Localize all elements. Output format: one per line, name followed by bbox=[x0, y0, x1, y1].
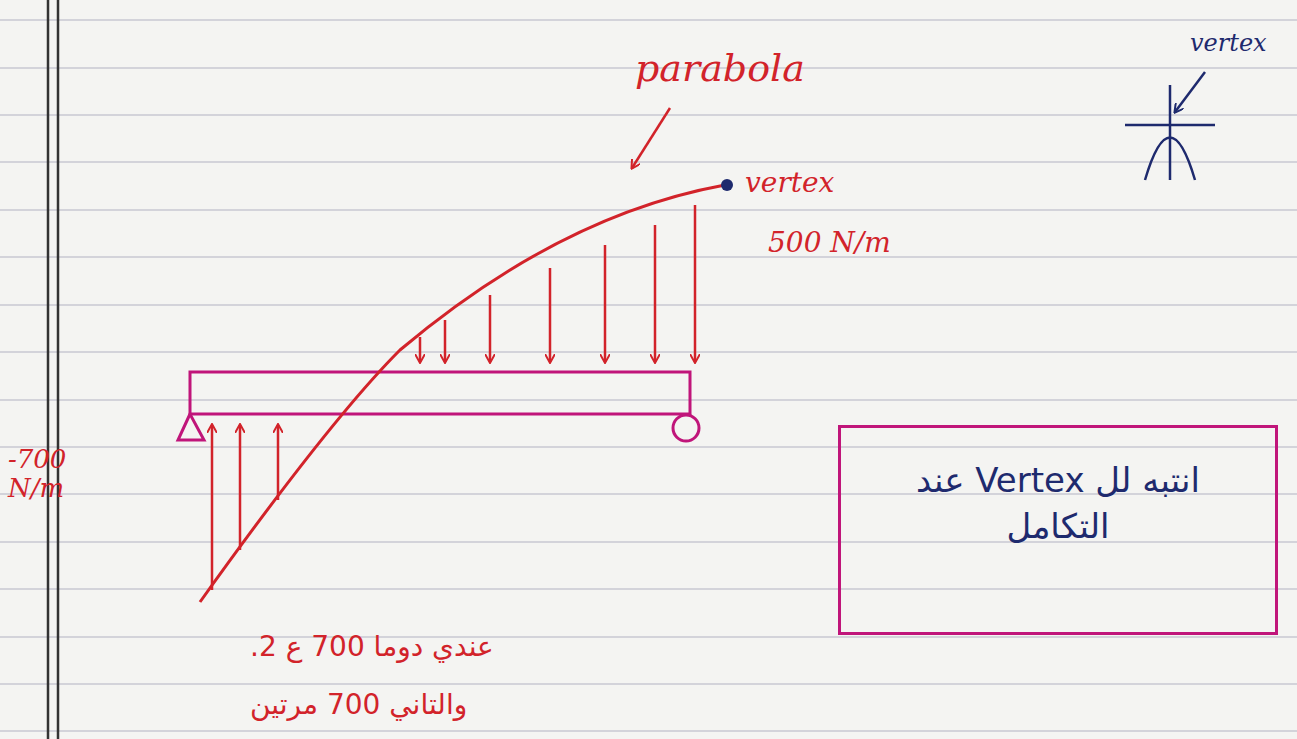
vertex-dot bbox=[721, 179, 733, 191]
annotation-label: parabola bbox=[635, 48, 805, 90]
annotation-label: والتاني 700 مرتين bbox=[250, 690, 467, 721]
note-text: انتبه لل Vertex عند التكامل bbox=[881, 458, 1235, 550]
annotation-label: 500 N/m bbox=[768, 228, 891, 259]
vertex-sketch bbox=[1125, 72, 1215, 180]
load-arrows bbox=[212, 205, 695, 590]
note-box: انتبه لل Vertex عند التكامل bbox=[838, 425, 1278, 635]
margin-lines bbox=[48, 0, 58, 739]
pin-support bbox=[178, 414, 204, 440]
annotation-label: -700 N/m bbox=[8, 445, 78, 502]
beam bbox=[190, 372, 690, 414]
load-parabola bbox=[200, 185, 725, 602]
roller-support bbox=[673, 415, 699, 441]
annotation-label: عندي دوما 700 ع 2. bbox=[250, 632, 494, 663]
leader-line bbox=[632, 108, 670, 168]
notebook-lines bbox=[0, 20, 1297, 731]
annotation-label: vertex bbox=[745, 168, 834, 199]
annotation-label: vertex bbox=[1190, 30, 1267, 56]
